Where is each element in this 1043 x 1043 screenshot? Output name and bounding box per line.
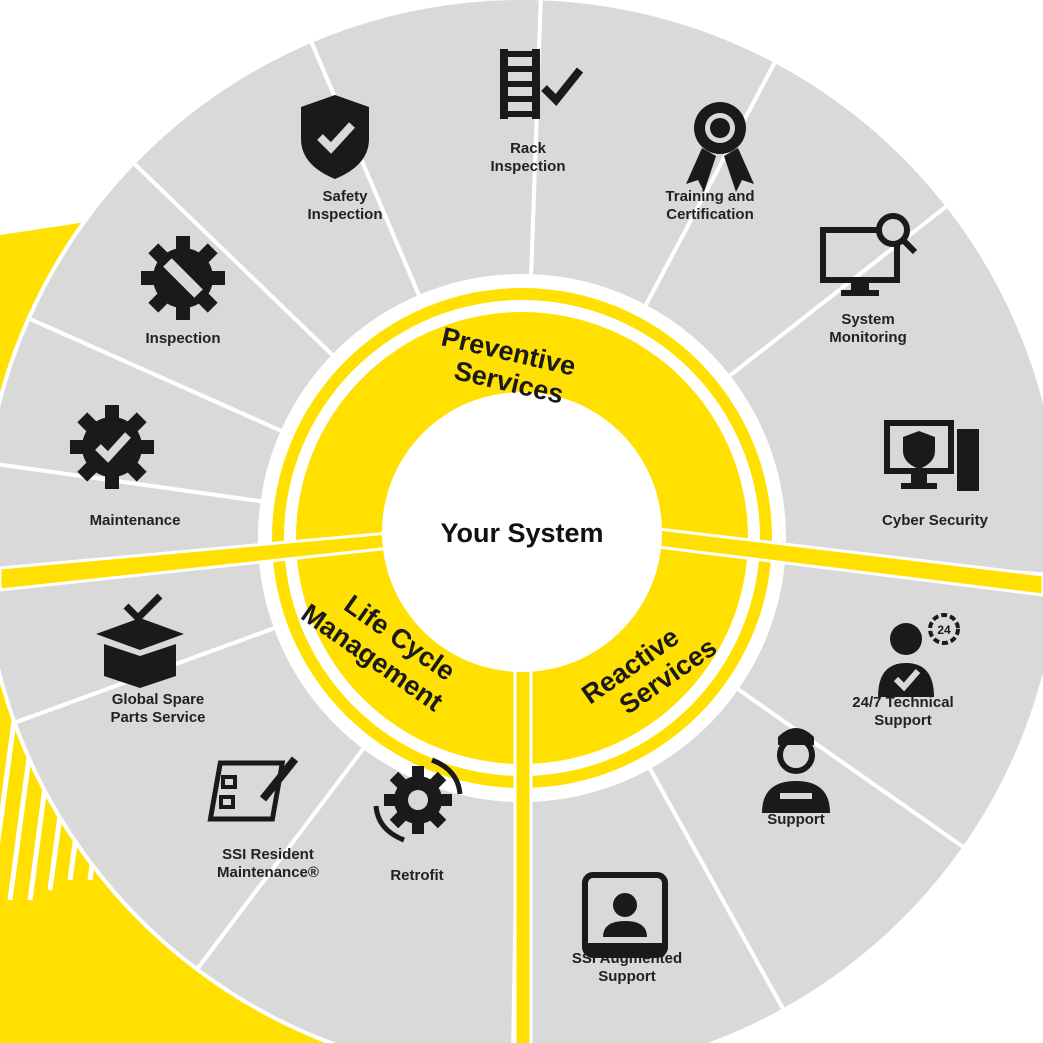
gear-wrench-icon — [141, 236, 225, 320]
segment-icons: 24 — [70, 49, 979, 958]
shield-check-icon — [301, 95, 369, 179]
segment-label: Maintenance — [90, 512, 181, 529]
open-box-check-icon — [96, 593, 184, 688]
center-label: Your System — [440, 518, 603, 548]
video-support-icon — [582, 872, 668, 958]
monitor-search-icon — [820, 213, 918, 296]
computer-shield-icon — [884, 420, 979, 491]
headset-24-icon: 24 — [878, 613, 960, 697]
center-hub: Your System — [382, 392, 662, 672]
checklist-pen-icon — [207, 756, 299, 822]
maintenance-gear-check-icon — [70, 405, 154, 489]
segment-label: Cyber Security — [882, 512, 989, 529]
award-ribbon-icon — [686, 102, 754, 192]
technician-icon — [762, 728, 830, 813]
rack-check-icon — [500, 49, 584, 119]
inner-service-ring — [260, 276, 784, 800]
svg-text:24: 24 — [937, 623, 951, 637]
segment-label: Retrofit — [390, 867, 443, 884]
segment-label: Inspection — [145, 330, 220, 347]
gear-cycle-icon — [373, 757, 463, 843]
